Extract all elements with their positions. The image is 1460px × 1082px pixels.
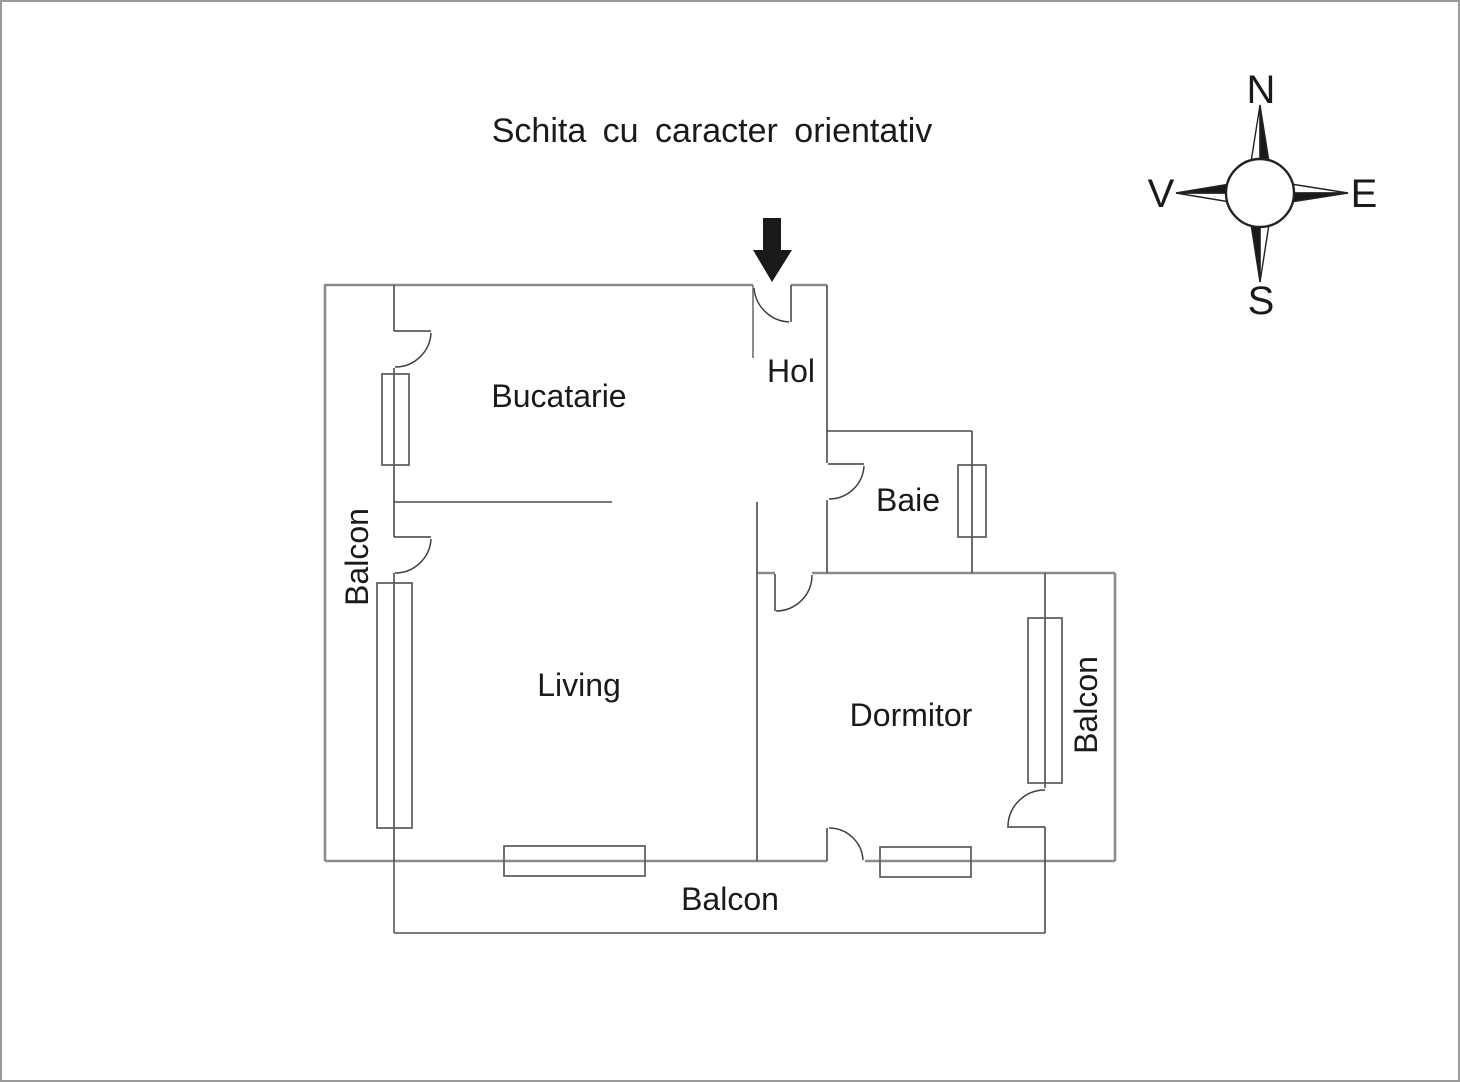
outer-walls <box>323 283 1117 863</box>
compass-east-label: E <box>1351 172 1378 216</box>
room-label-dormitor: Dormitor <box>850 697 973 733</box>
balcony-label-bottom: Balcon <box>681 881 779 917</box>
room-label-living: Living <box>537 667 621 703</box>
dormitor-bottom-balcony-door <box>826 827 864 861</box>
kitchen-window <box>381 373 410 466</box>
bottom-balcony-outline <box>393 861 1045 934</box>
compass-south-label: S <box>1248 279 1275 323</box>
dormitor-door <box>774 574 813 612</box>
room-label-bucatarie: Bucatarie <box>491 378 626 414</box>
dormitor-right-window <box>1027 617 1063 784</box>
room-label-baie: Baie <box>876 482 940 518</box>
room-label-hol: Hol <box>767 353 815 389</box>
entrance-arrow-icon <box>753 218 792 282</box>
drawing-title: Schita cu caracter orientativ <box>492 112 933 150</box>
balcony-label-left: Balcon <box>339 508 375 606</box>
living-balcony-door <box>394 536 432 574</box>
dormitor-right-balcony-door <box>1007 789 1046 828</box>
living-left-window <box>376 582 413 829</box>
entrance-door <box>753 285 792 323</box>
baie-window <box>957 464 987 538</box>
windows <box>376 373 1063 878</box>
compass-rose-icon <box>1175 104 1349 283</box>
dormitor-bottom-window <box>879 846 972 878</box>
compass-north-label: N <box>1247 68 1276 112</box>
doors <box>394 285 1046 861</box>
baie-door <box>828 463 865 500</box>
living-bottom-window <box>503 845 646 877</box>
balcony-label-right: Balcon <box>1068 656 1104 754</box>
interior-walls <box>393 285 1046 933</box>
kitchen-balcony-door <box>394 330 432 368</box>
compass-west-label: V <box>1148 172 1175 216</box>
